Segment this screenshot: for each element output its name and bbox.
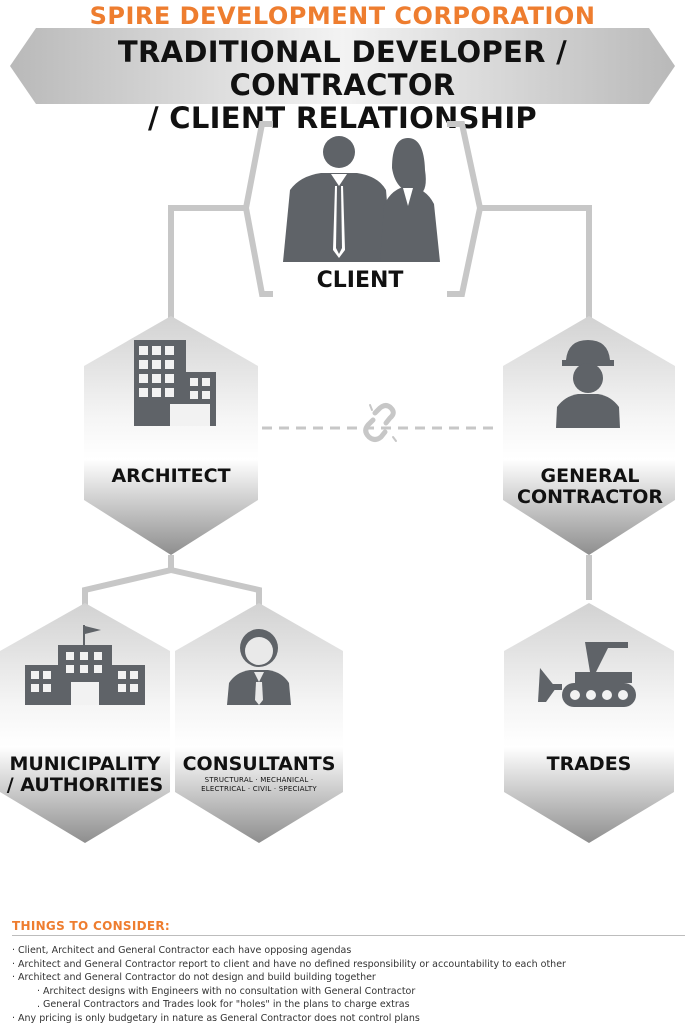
list-item: · Architect and General Contractor repor… <box>12 958 682 972</box>
list-item: . General Contractors and Trades look fo… <box>12 998 682 1012</box>
list-item: · Architect designs with Engineers with … <box>12 985 682 999</box>
business-people-icon <box>283 136 440 262</box>
considerations-list: · Client, Architect and General Contract… <box>12 944 682 1025</box>
trades-label: TRADES <box>505 754 673 775</box>
trades-hexagon <box>504 603 674 843</box>
consultants-specialties: STRUCTURAL · MECHANICAL · ELECTRICAL · C… <box>176 776 342 794</box>
gc-label-line-1: GENERAL <box>505 466 675 487</box>
consultants-label: CONSULTANTS <box>176 754 342 775</box>
broken-link-icon <box>366 405 396 441</box>
client-label: CLIENT <box>290 270 430 291</box>
gc-label-line-2: CONTRACTOR <box>505 487 675 508</box>
client-to-architect-line <box>171 208 245 318</box>
list-item: · Client, Architect and General Contract… <box>12 944 682 958</box>
consultants-sub-line-2: ELECTRICAL · CIVIL · SPECIALTY <box>176 785 342 794</box>
consultants-sub-line-1: STRUCTURAL · MECHANICAL · <box>176 776 342 785</box>
list-item: · Architect and General Contractor do no… <box>12 971 682 985</box>
list-item: · Any pricing is only budgetary in natur… <box>12 1012 682 1025</box>
architect-label: ARCHITECT <box>90 466 252 487</box>
municipality-label-line-1: MUNICIPALITY <box>2 754 168 775</box>
municipality-label-line-2: / AUTHORITIES <box>2 775 168 796</box>
considerations-title: THINGS TO CONSIDER: <box>12 919 170 933</box>
client-to-gc-line <box>482 208 589 318</box>
considerations-divider <box>12 935 685 936</box>
municipality-label: MUNICIPALITY / AUTHORITIES <box>2 754 168 796</box>
architect-to-subs-line <box>85 555 259 605</box>
gc-label: GENERAL CONTRACTOR <box>505 466 675 508</box>
